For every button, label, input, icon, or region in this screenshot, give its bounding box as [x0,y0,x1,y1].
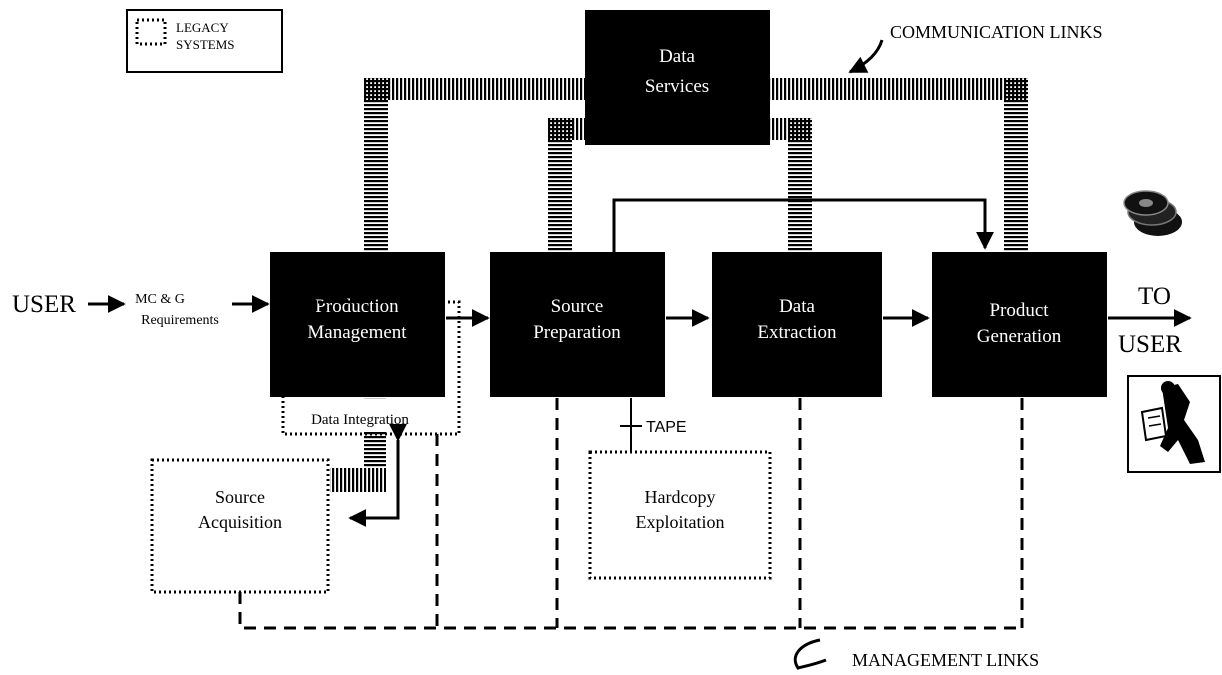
legacy-dotted-swatch [135,18,167,46]
data-services-line2: Services [645,76,709,97]
legend: LEGACY SYSTEMS [126,9,283,73]
flow-arrows [348,198,1192,527]
user-input-label: USER [12,291,76,318]
disk-stack-icon [1123,190,1182,236]
requirements-line2: Requirements [141,313,219,328]
source-preparation-line2: Preparation [533,322,621,343]
source-acquisition-box: Source Acquisition [150,458,330,594]
product-generation-line2: Generation [977,326,1062,347]
data-extraction-line2: Extraction [757,322,837,343]
data-integration-box: Data Integration [281,300,461,436]
management-links [238,398,1024,630]
production-management-block: Production Management [270,252,445,397]
data-extraction-line1: Data [779,296,815,317]
communication-links-label: COMMUNICATION LINKS [890,22,1103,42]
production-management-line2: Management [307,322,407,343]
hardcopy-exploitation-line1: Hardcopy [645,487,716,507]
data-extraction-block: Data Extraction [712,252,882,397]
data-services-line1: Data [659,46,695,67]
data-integration-label: Data Integration [311,412,409,428]
source-acquisition-line1: Source [215,487,265,507]
tape-label: TAPE [646,419,687,436]
to-user-line2: USER [1118,331,1182,358]
tape-link: TAPE [620,398,687,452]
source-acquisition-line2: Acquisition [198,512,282,532]
production-management-line1: Production [315,296,399,317]
legend-line2: SYSTEMS [176,37,235,52]
hardcopy-exploitation-line2: Exploitation [636,512,725,532]
hardcopy-exploitation-box: Hardcopy Exploitation [588,450,772,580]
to-user-line1: TO [1138,283,1171,310]
legend-line1: LEGACY [176,20,229,35]
product-generation-block: Product Generation [932,252,1107,397]
source-preparation-line1: Source [551,296,604,317]
requirements-line1: MC & G [135,292,185,307]
source-preparation-block: Source Preparation [490,252,665,397]
data-services-block: Data Services [585,10,770,145]
product-generation-line1: Product [989,300,1049,321]
person-with-map-icon [1127,375,1221,473]
management-links-label: MANAGEMENT LINKS [852,650,1039,670]
